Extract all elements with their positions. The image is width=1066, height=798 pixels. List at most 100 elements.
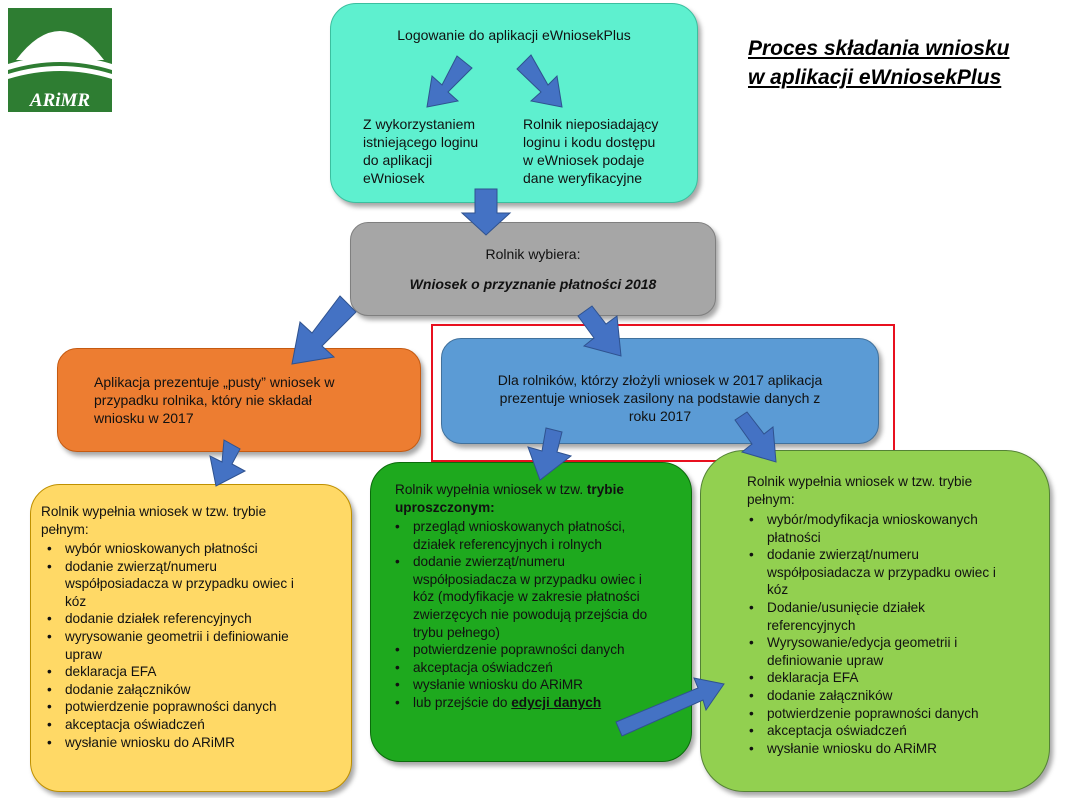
- list-item-text: deklaracja EFA: [65, 664, 157, 680]
- login-option-existing-line: istniejącego loginu: [363, 134, 479, 150]
- full-mode-new-heading-line: Rolnik wypełnia wniosek w tzw. trybie: [41, 504, 267, 519]
- list-item: dodanie zwierząt/numeru współposiadacza w…: [39, 558, 351, 611]
- choice-box: Rolnik wybiera: Wniosek o przyznanie pła…: [350, 222, 716, 316]
- empty-application-text: Aplikacja prezentuje „pusty” wniosek w p…: [94, 373, 414, 427]
- list-item: dodanie działek referencyjnych: [39, 610, 351, 628]
- full-mode-new-list: wybór wnioskowanych płatności dodanie zw…: [39, 540, 351, 751]
- list-item-text: współposiadacza w przypadku owiec i: [413, 571, 642, 587]
- title-line-1: Proces składania wniosku: [748, 37, 1010, 60]
- list-item-text: dodanie zwierząt/numeru: [413, 554, 565, 570]
- choice-application-name: Wniosek o przyznanie płatności 2018: [409, 276, 657, 292]
- list-item-text: dodanie załączników: [65, 681, 191, 697]
- simplified-heading-bold: trybie: [586, 482, 624, 497]
- list-item-text: potwierdzenie poprawności danych: [65, 699, 277, 715]
- full-mode-box-existing: Rolnik wypełnia wniosek w tzw. trybie pe…: [700, 450, 1050, 792]
- list-item-text: definiowanie upraw: [767, 652, 884, 668]
- login-option-verification-line: w eWniosek podaje: [523, 152, 645, 168]
- simplified-heading-text: Rolnik wypełnia wniosek w tzw.: [395, 482, 584, 497]
- list-item-text: wysłanie wniosku do ARiMR: [65, 734, 235, 750]
- list-item: wybór wnioskowanych płatności: [39, 540, 351, 558]
- full-mode-existing-list: wybór/modyfikacja wnioskowanych płatności…: [741, 511, 1047, 757]
- list-item-text: akceptacja oświadczeń: [65, 716, 205, 732]
- list-item-text: Wyrysowanie/edycja geometrii i: [767, 635, 958, 651]
- list-item-text: deklaracja EFA: [767, 670, 859, 686]
- login-option-existing: Z wykorzystaniem istniejącego loginu do …: [363, 115, 513, 187]
- prefilled-application-line: Dla rolników, którzy złożyli wniosek w 2…: [497, 372, 823, 388]
- prefilled-application-box: Dla rolników, którzy złożyli wniosek w 2…: [441, 338, 879, 444]
- list-item-text: upraw: [65, 646, 103, 662]
- list-item-text: wybór wnioskowanych płatności: [65, 541, 258, 556]
- list-item: wybór/modyfikacja wnioskowanych płatności: [741, 511, 1047, 546]
- list-item-text: kóz: [767, 582, 789, 598]
- full-mode-new-heading-line: pełnym:: [41, 521, 89, 537]
- list-item-text: płatności: [767, 529, 821, 545]
- list-item-text: lub przejście do: [413, 694, 508, 710]
- logo-graphic: ARiMR: [8, 8, 112, 112]
- list-item-text: wysłanie wniosku do ARiMR: [413, 677, 583, 693]
- arimr-logo: ARiMR: [8, 8, 112, 112]
- simplified-mode-heading: Rolnik wypełnia wniosek w tzw. trybie up…: [395, 481, 691, 516]
- login-option-verification-line: Rolnik nieposiadający: [523, 116, 659, 132]
- empty-application-line: Aplikacja prezentuje „pusty” wniosek w: [94, 374, 335, 390]
- highlight-frame: [431, 324, 895, 462]
- list-item-text: współposiadacza w przypadku owiec i: [65, 576, 294, 592]
- list-item-text: Dodanie/usunięcie działek: [767, 599, 925, 615]
- list-item-text: przegląd wnioskowanych płatności,: [413, 519, 626, 534]
- list-item: Dodanie/usunięcie działek referencyjnych: [741, 599, 1047, 634]
- list-item-text: dodanie zwierząt/numeru: [65, 558, 217, 574]
- empty-application-box: Aplikacja prezentuje „pusty” wniosek w p…: [57, 348, 421, 452]
- list-item-text: referencyjnych: [767, 617, 856, 633]
- list-item: akceptacja oświadczeń: [741, 722, 1047, 740]
- title-line-2: w aplikacji eWniosekPlus: [748, 66, 1002, 89]
- list-item: potwierdzenie poprawności danych: [39, 698, 351, 716]
- list-item: akceptacja oświadczeń: [39, 716, 351, 734]
- list-item: Wyrysowanie/edycja geometrii idefiniowan…: [741, 634, 1047, 669]
- logo-text: ARiMR: [29, 90, 90, 111]
- list-item-text: kóz (modyfikacje w zakresie płatności: [413, 589, 640, 605]
- login-option-verification: Rolnik nieposiadający loginu i kodu dost…: [523, 115, 693, 187]
- list-item-text: zwierzęcych nie powodują przejścia do: [413, 606, 648, 622]
- list-item-text: dodanie załączników: [767, 687, 893, 703]
- login-option-verification-line: loginu i kodu dostępu: [523, 134, 656, 150]
- list-item-text: akceptacja oświadczeń: [767, 723, 907, 739]
- list-item: lub przejście do edycji danych: [387, 694, 691, 712]
- list-item-text: akceptacja oświadczeń: [413, 659, 553, 675]
- login-option-existing-line: Z wykorzystaniem: [363, 116, 476, 132]
- simplified-mode-box: Rolnik wypełnia wniosek w tzw. trybie up…: [370, 462, 692, 762]
- list-item: przegląd wnioskowanych płatności, działek…: [387, 518, 691, 553]
- page-title: Proces składania wniosku w aplikacji eWn…: [748, 34, 1009, 92]
- list-item-text: trybu pełnego): [413, 624, 500, 640]
- list-item-text: dodanie zwierząt/numeru: [767, 547, 919, 563]
- login-box: Logowanie do aplikacji eWniosekPlus Z wy…: [330, 3, 698, 203]
- list-item: potwierdzenie poprawności danych: [387, 641, 691, 659]
- login-option-existing-line: eWniosek: [363, 170, 425, 186]
- list-item-text: wybór/modyfikacja wnioskowanych: [767, 512, 978, 527]
- list-item-text: dodanie działek referencyjnych: [65, 611, 252, 627]
- list-item-text: kóz: [65, 593, 87, 609]
- prefilled-application-text: Dla rolników, którzy złożyli wniosek w 2…: [442, 371, 878, 425]
- edit-data-link: edycji danych: [511, 694, 602, 710]
- full-mode-existing-heading-line: Rolnik wypełnia wniosek w tzw. trybie: [747, 474, 973, 489]
- list-item-text: potwierdzenie poprawności danych: [767, 705, 979, 721]
- prefilled-application-line: roku 2017: [628, 408, 692, 424]
- list-item: wyrysowanie geometrii i definiowanieupra…: [39, 628, 351, 663]
- simplified-mode-list: przegląd wnioskowanych płatności, działek…: [387, 518, 691, 712]
- empty-application-line: przypadku rolnika, który nie składał: [94, 392, 312, 408]
- list-item: dodanie załączników: [39, 681, 351, 699]
- list-item: akceptacja oświadczeń: [387, 659, 691, 677]
- login-heading: Logowanie do aplikacji eWniosekPlus: [397, 27, 631, 43]
- list-item-text: działek referencyjnych i rolnych: [413, 536, 602, 552]
- login-option-verification-line: dane weryfikacyjne: [523, 170, 643, 186]
- empty-application-line: wniosku w 2017: [94, 410, 194, 426]
- list-item-text: współposiadacza w przypadku owiec i: [767, 564, 996, 580]
- list-item-text: wysłanie wniosku do ARiMR: [767, 740, 937, 756]
- list-item: wysłanie wniosku do ARiMR: [741, 740, 1047, 758]
- list-item: wysłanie wniosku do ARiMR: [39, 734, 351, 752]
- choice-label: Rolnik wybiera:: [485, 246, 581, 262]
- simplified-heading-bold: uproszczonym:: [395, 499, 495, 515]
- list-item: potwierdzenie poprawności danych: [741, 705, 1047, 723]
- prefilled-application-line: prezentuje wniosek zasilony na podstawie…: [499, 390, 821, 406]
- login-option-existing-line: do aplikacji: [363, 152, 433, 168]
